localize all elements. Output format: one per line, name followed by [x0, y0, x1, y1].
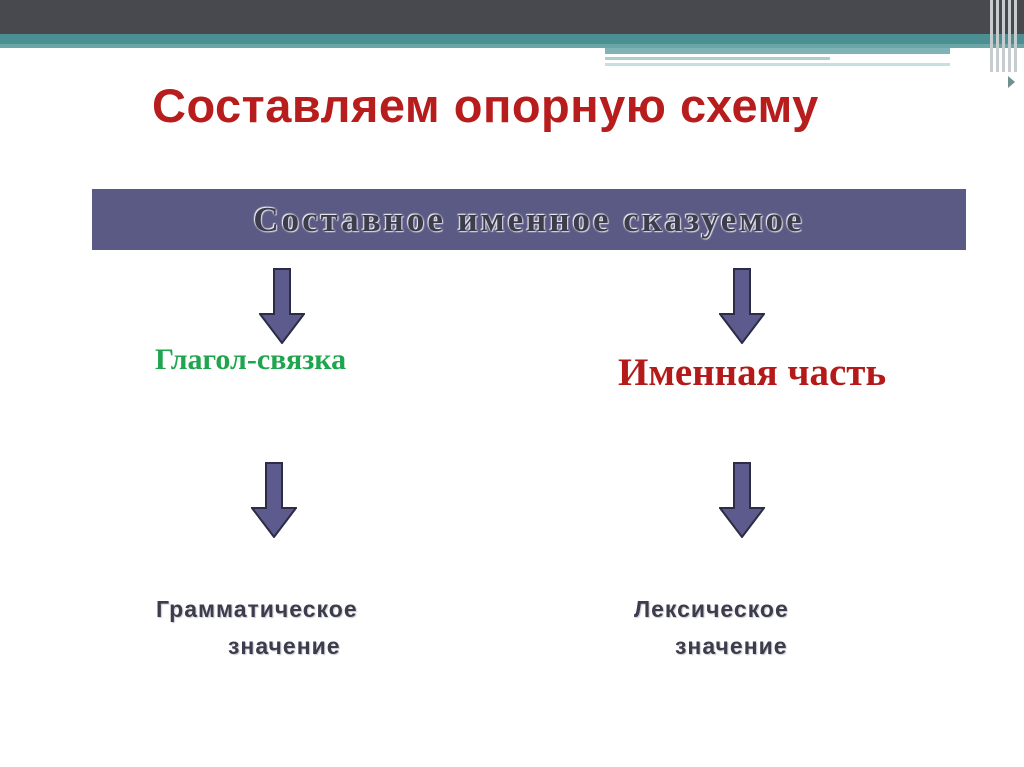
arrow-down-icon [719, 268, 765, 344]
right-branch-label: Именная часть [618, 351, 887, 394]
left-meaning-line1: Грамматическое [156, 596, 358, 622]
header-accent-line [605, 48, 950, 54]
left-branch-label: Глагол-связка [155, 343, 347, 376]
header-accent-line [605, 63, 950, 66]
header-dark-band [0, 0, 1024, 34]
right-meaning-line2: значение [675, 633, 788, 659]
diagram-root-box: Составное именное сказуемое [92, 189, 966, 250]
slide-title: Составляем опорную схему [152, 79, 819, 132]
left-meaning-line2: значение [228, 633, 341, 659]
arrow-down-icon [259, 268, 305, 344]
header-teal-highlight [0, 44, 1024, 48]
header-accent-line [605, 57, 830, 60]
arrow-down-icon [719, 462, 765, 538]
header-vertical-stripes [990, 0, 1024, 72]
diagram-root-label: Составное именное сказуемое [253, 199, 805, 239]
arrow-down-icon [251, 462, 297, 538]
right-meaning-line1: Лексическое [634, 596, 789, 622]
corner-triangle-icon [1008, 76, 1015, 88]
